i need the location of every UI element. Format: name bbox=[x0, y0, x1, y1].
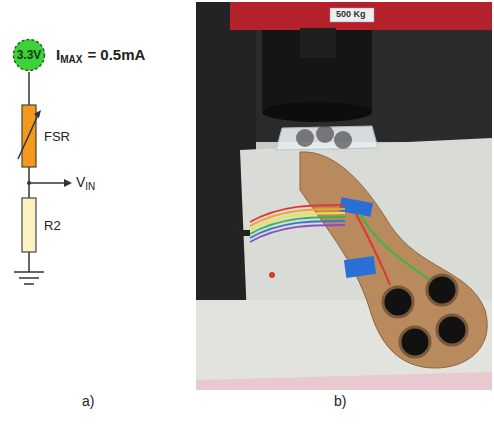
resistor-body bbox=[20, 198, 40, 252]
test-photo bbox=[196, 2, 492, 390]
label-text: 500 Kg bbox=[336, 9, 366, 19]
subscript: IN bbox=[85, 181, 95, 192]
component-name: FSR bbox=[44, 129, 70, 144]
wire bbox=[28, 72, 30, 105]
current-limit: IMAX = 0.5mA bbox=[56, 46, 145, 65]
panel-label: a) bbox=[82, 393, 94, 409]
signal-name: VIN bbox=[76, 174, 95, 192]
label-text: b) bbox=[334, 393, 346, 409]
voltage-label: 3.3V bbox=[17, 48, 42, 62]
wire bbox=[28, 167, 30, 198]
supply-node: 3.3V bbox=[12, 38, 46, 72]
panel-label: b) bbox=[334, 393, 346, 409]
circuit-wiring bbox=[14, 179, 72, 284]
label-text: a) bbox=[82, 393, 94, 409]
label-text: V bbox=[76, 174, 85, 190]
component-name: R2 bbox=[44, 218, 61, 233]
resistor-symbol: R2 bbox=[20, 198, 65, 252]
machine-label: 500 Kg bbox=[336, 9, 366, 19]
subscript: MAX bbox=[60, 54, 82, 65]
label-text: I bbox=[56, 46, 60, 63]
resistor-symbol: FSR bbox=[20, 105, 74, 167]
label-text: = 0.5mA bbox=[87, 46, 145, 63]
resistor-body bbox=[20, 105, 40, 167]
